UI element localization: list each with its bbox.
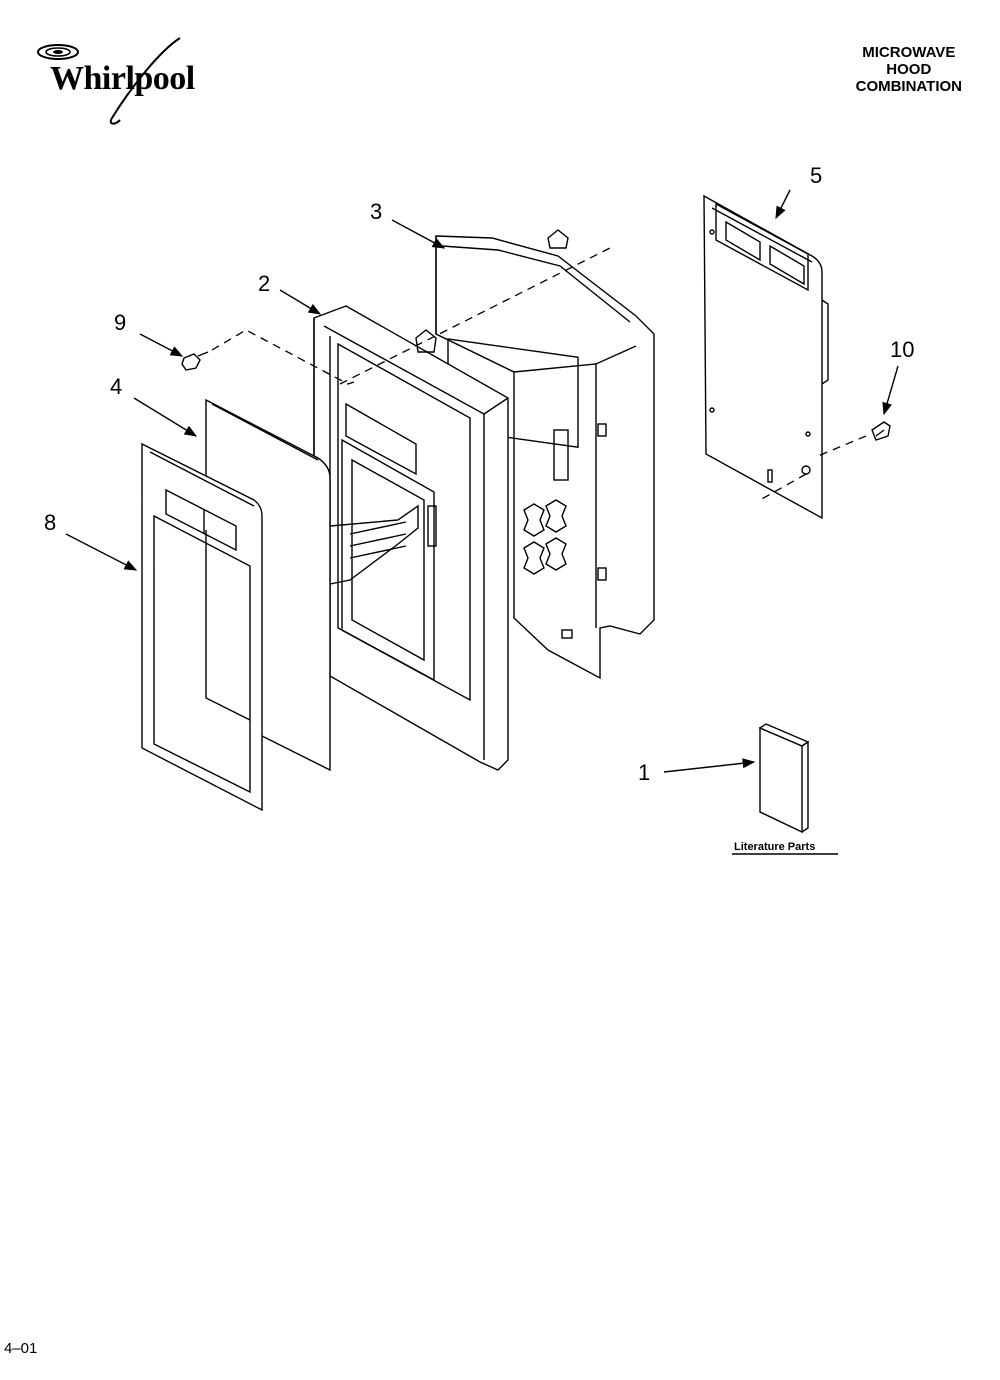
callout-arrow-2 bbox=[279, 289, 322, 315]
callout-label-1: 1 bbox=[638, 760, 650, 785]
callout-arrow-5 bbox=[775, 189, 791, 220]
whirlpool-logo: Whirlpool bbox=[28, 32, 218, 132]
diagram-title: MICROWAVE HOOD COMBINATION bbox=[856, 44, 962, 95]
callout-arrow-9 bbox=[139, 333, 184, 357]
callout-label-9: 9 bbox=[114, 310, 126, 335]
part-3-control-housing bbox=[435, 229, 655, 680]
literature-parts-label: Literature Parts bbox=[734, 841, 815, 853]
title-line-2: HOOD bbox=[886, 61, 932, 78]
callout-arrow-4 bbox=[133, 397, 198, 437]
callout-arrow-8 bbox=[65, 533, 138, 571]
part-2-panel-frame bbox=[313, 305, 509, 771]
callout-arrow-1 bbox=[663, 758, 756, 773]
page-code: 4–01 bbox=[4, 1340, 38, 1357]
callout-label-5: 5 bbox=[810, 163, 822, 188]
part-1-literature bbox=[758, 723, 810, 834]
whirlpool-swirl-icon bbox=[37, 37, 181, 125]
callout-arrow-10 bbox=[882, 365, 899, 416]
callout-label-2: 2 bbox=[258, 271, 270, 296]
callout-label-8: 8 bbox=[44, 510, 56, 535]
part-10-screw bbox=[871, 421, 891, 441]
callout-label-3: 3 bbox=[370, 199, 382, 224]
part-9-screw bbox=[181, 351, 209, 371]
alignment-line-board bbox=[759, 473, 807, 501]
alignment-line-screw-10 bbox=[817, 435, 867, 457]
title-line-3: COMBINATION bbox=[855, 78, 962, 95]
title-line-1: MICROWAVE bbox=[862, 44, 956, 61]
callout-label-10: 10 bbox=[890, 337, 914, 362]
part-8-front-panel bbox=[141, 442, 263, 812]
brand-wordmark: Whirlpool bbox=[50, 60, 195, 97]
alignment-line-screw-9 bbox=[211, 329, 355, 385]
callout-arrow-3 bbox=[391, 219, 446, 249]
callout-label-4: 4 bbox=[110, 374, 122, 399]
part-5-control-board bbox=[703, 194, 829, 520]
